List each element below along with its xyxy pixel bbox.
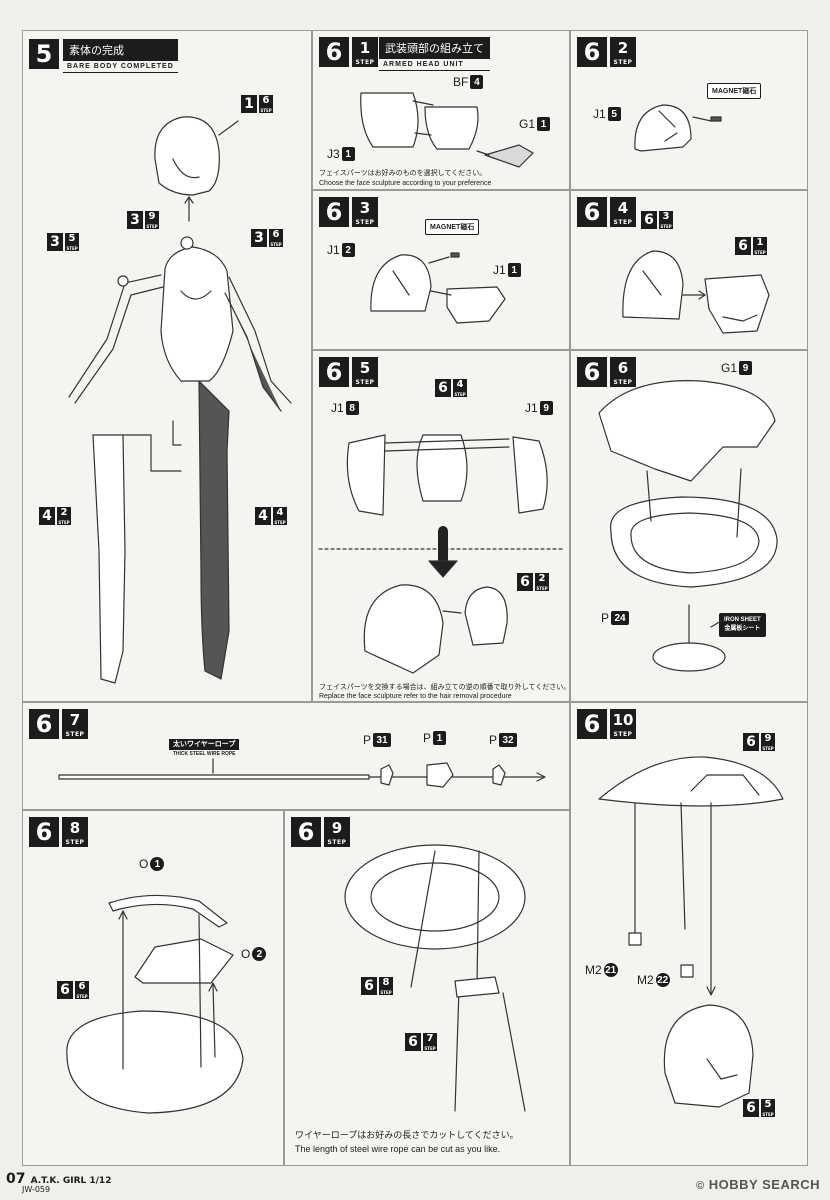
title-en: BARE BODY COMPLETED	[63, 61, 178, 73]
step-5-badge: 5	[29, 39, 59, 69]
head-assembly-illustration	[370, 252, 506, 324]
magnet-tag: MAGNET磁石	[707, 83, 762, 99]
watermark-text: HOBBY SEARCH	[708, 1177, 820, 1192]
head-face-join-illustration	[622, 250, 770, 334]
accessory-attach-illustration	[66, 894, 244, 1114]
watermark: ©HOBBY SEARCH	[696, 1177, 820, 1192]
magnet-tag: MAGNET磁石	[425, 219, 480, 235]
note-jp: フェイスパーツはお好みのものを選択してください。	[319, 170, 487, 177]
product-name: A.T.K. GIRL 1/12	[30, 1176, 112, 1186]
wire-rope-illustration	[58, 758, 546, 788]
page-number: 07	[6, 1171, 26, 1187]
title-jp: 素体の完成	[63, 39, 178, 61]
step-number: 5	[29, 39, 59, 69]
hair-attach-illustration	[318, 434, 566, 674]
copyright-mark: ©	[696, 1180, 705, 1192]
note-en: The length of steel wire rope can be cut…	[295, 1144, 501, 1154]
page-footer: 07 A.T.K. GIRL 1/12 JW-059	[6, 1168, 111, 1194]
wire-rope-tag: 太いワイヤーロープ THICK STEEL WIRE ROPE	[165, 737, 243, 761]
stand-base-illustration	[598, 380, 778, 672]
armed-head-illustration	[360, 92, 534, 168]
head-part-illustration	[634, 104, 722, 152]
note-jp: ワイヤーロープはお好みの長さでカットしてください。	[295, 1130, 519, 1140]
note-jp: フェイスパーツを交換する場合は、組み立ての逆の順番で取り外してください。	[319, 684, 570, 691]
product-code: JW-059	[22, 1185, 51, 1194]
step-6-1-title: 武装頭部の組み立て ARMED HEAD UNIT	[379, 37, 490, 71]
final-assembly-illustration	[598, 756, 784, 1108]
step-5-title: 素体の完成 BARE BODY COMPLETED	[63, 39, 178, 73]
wire-into-base-illustration	[344, 844, 526, 1112]
bare-body-illustration	[68, 116, 292, 684]
note-en: Replace the face sculpture refer to the …	[319, 693, 512, 700]
note-en: Choose the face sculpture according to y…	[319, 180, 492, 187]
